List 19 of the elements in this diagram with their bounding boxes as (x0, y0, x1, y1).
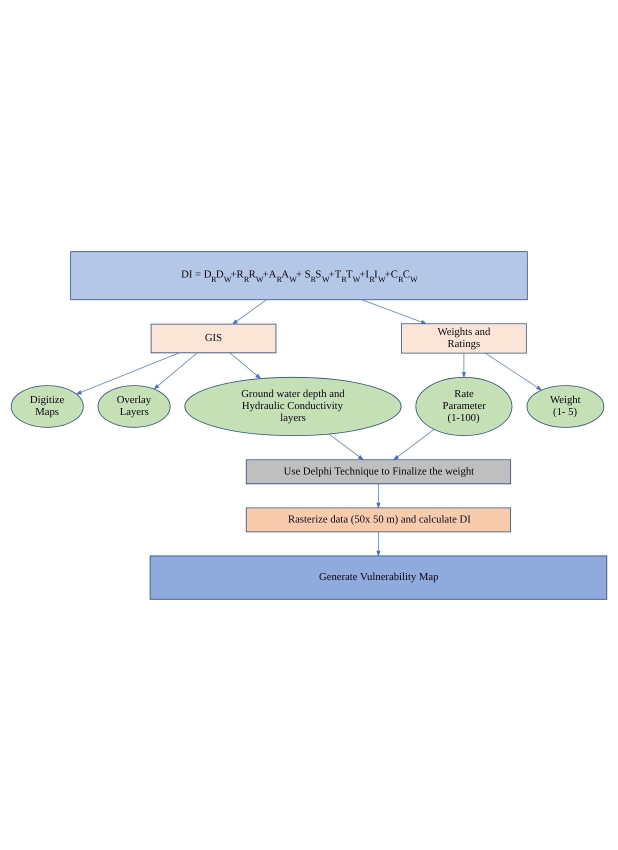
arrow (328, 433, 364, 460)
node-ellipse: Ground water depth and Hydraulic Conductivity layers (184, 376, 402, 436)
arrow (361, 298, 428, 324)
node-box: DI = D$_{R}$D$_{W}$+R$_{R}$R$_{W}$+A$_{R}$A$_{W}$+ S$_{R}$S$_{W}$+T$_{R}$T$_{W}$+I$_{R}$I$_{W}$+C$_{R}$C$_{W}$ (70, 250, 528, 300)
node-box: GIS (150, 323, 276, 353)
node-box: Generate Vulnerability Map (150, 555, 608, 600)
arrow (230, 352, 262, 379)
arrow (76, 352, 180, 394)
arrow (462, 352, 466, 378)
arrow (485, 352, 542, 390)
node-box: Weights and Ratings (401, 322, 527, 354)
node-box: Use Delphi Technique to Finalize the weight (246, 458, 512, 484)
arrow (376, 483, 381, 508)
arrow (392, 428, 434, 460)
arrow (376, 531, 381, 556)
arrow (232, 298, 267, 324)
node-ellipse: Rate Parameter (1-100) (415, 376, 512, 436)
node-box: Rasterize data (50x 50 m) and calculate DI (246, 506, 512, 532)
arrow (153, 352, 198, 390)
